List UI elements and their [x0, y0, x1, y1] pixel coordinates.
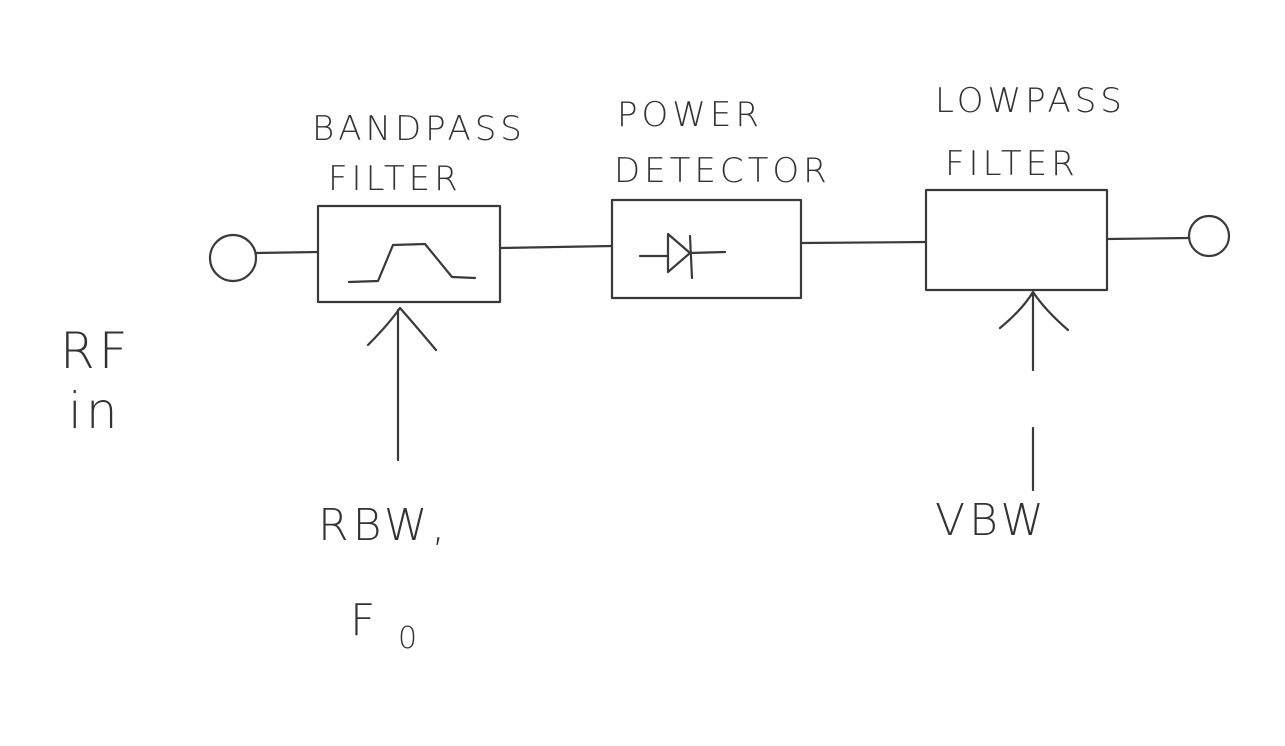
- bandpass-curve-icon: [347, 242, 477, 284]
- diode-icon: [638, 232, 727, 280]
- output-port: [1187, 214, 1231, 258]
- f0-label: F: [350, 595, 379, 646]
- wire-input-to-bandpass: [254, 250, 320, 255]
- vbw-arrowhead-icon: [998, 290, 1070, 332]
- lowpass-title-line2: FILTER: [945, 144, 1079, 184]
- wire-bandpass-to-detector: [498, 244, 614, 250]
- bandpass-title-line1: BANDPASS: [312, 109, 526, 149]
- rf-in-label-line2: in: [68, 382, 122, 440]
- wire-detector-to-lowpass: [799, 240, 928, 245]
- f0-subscript: 0: [398, 621, 421, 656]
- lowpass-title-line1: LOWPASS: [935, 81, 1126, 121]
- detector-title-line2: DETECTOR: [614, 151, 831, 191]
- vbw-label: VBW: [935, 495, 1048, 546]
- lowpass-filter-block: LOWPASS FILTER: [924, 81, 1126, 292]
- lowpass-filter-box: [924, 188, 1109, 292]
- rbw-arrowhead-icon: [366, 306, 438, 352]
- rbw-label: RBW,: [318, 500, 449, 551]
- bandpass-filter-box: [316, 204, 502, 304]
- rf-in-label-line1: RF: [60, 322, 132, 380]
- input-port: [208, 233, 258, 283]
- bandpass-filter-block: BANDPASS FILTER: [312, 109, 526, 304]
- detector-title-line1: POWER: [617, 95, 763, 135]
- wire-lowpass-to-output: [1105, 236, 1190, 241]
- power-detector-box: [610, 198, 803, 300]
- power-detector-block: POWER DETECTOR: [610, 95, 831, 300]
- bandpass-title-line2: FILTER: [328, 159, 462, 199]
